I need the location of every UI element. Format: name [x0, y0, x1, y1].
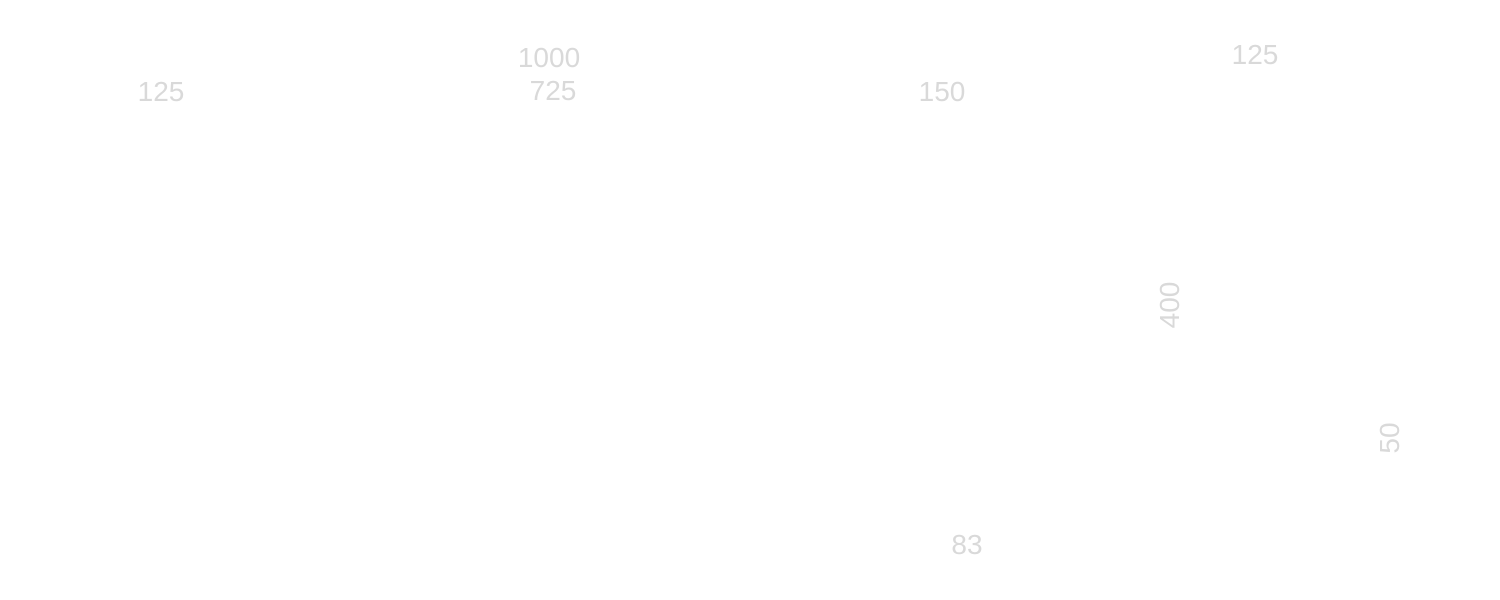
dimension-label: 150 [918, 76, 966, 107]
dimension-label: 725 [529, 75, 577, 106]
dimension-label-vertical: 50 [1374, 422, 1405, 454]
dimension-label: 125 [137, 76, 185, 107]
dimension-label: 1000 [517, 42, 581, 73]
dimension-label: 83 [951, 529, 983, 560]
dimension-label: 125 [1231, 39, 1279, 70]
dimension-label-vertical: 400 [1154, 281, 1185, 329]
